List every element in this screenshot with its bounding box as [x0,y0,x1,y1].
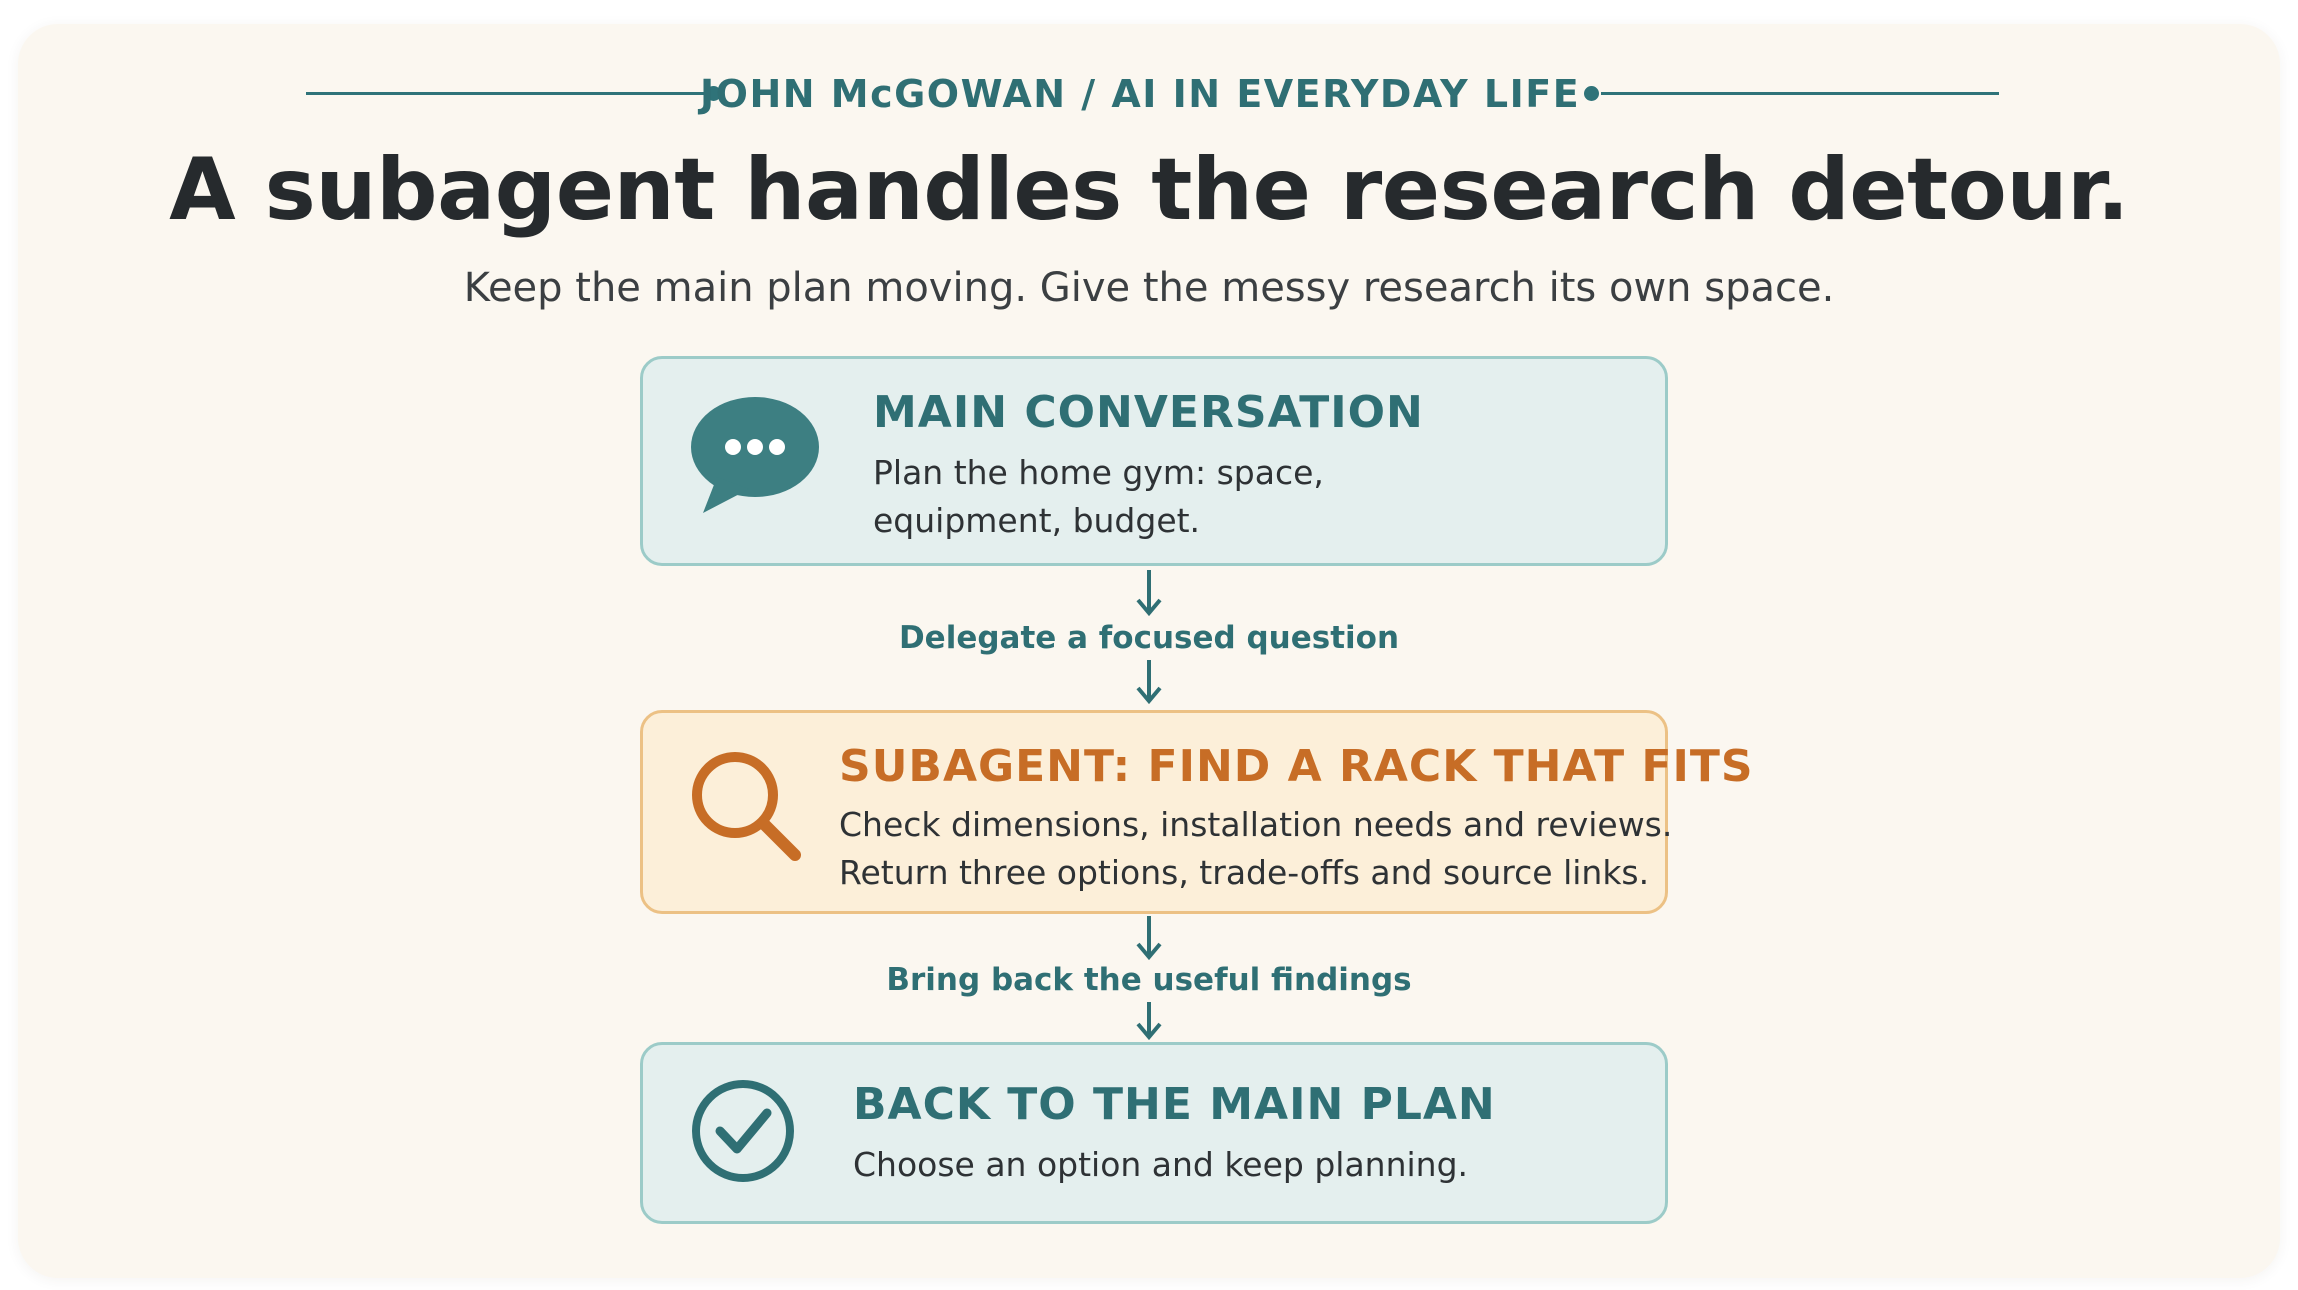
speech-bubble-icon [687,393,823,521]
magnifier-icon [687,747,807,871]
byline-dot-left [706,86,721,101]
step-main-conversation: MAIN CONVERSATION Plan the home gym: spa… [640,356,1668,566]
step-line: Plan the home gym: space, [873,453,1324,492]
step-title: SUBAGENT: FIND A RACK THAT FITS [839,741,1754,792]
arrow-down-icon [1136,916,1162,961]
step-title: MAIN CONVERSATION [873,387,1424,438]
connector-label: Bring back the useful findings [886,962,1412,998]
check-circle-icon [687,1075,799,1191]
step-line: equipment, budget. [873,501,1201,540]
arrow-down-icon [1136,1002,1162,1041]
step-subagent: SUBAGENT: FIND A RACK THAT FITS Check di… [640,710,1753,914]
byline: JOHN McGOWAN / AI IN EVERYDAY LIFE [700,72,1581,116]
step-line: Return three options, trade-offs and sou… [839,853,1650,892]
byline-rule-left [306,92,704,95]
byline-dot-right [1584,86,1599,101]
arrow-down-icon [1136,570,1162,617]
connector-label: Delegate a focused question [898,620,1400,656]
step-line: Check dimensions, installation needs and… [839,805,1673,844]
arrow-down-icon [1136,660,1162,705]
step-title: BACK TO THE MAIN PLAN [853,1079,1496,1130]
byline-rule-right [1601,92,1999,95]
step-back-to-main-plan: BACK TO THE MAIN PLAN Choose an option a… [640,1042,1668,1224]
page-title: A subagent handles the research detour. [169,140,2129,240]
page-subtitle: Keep the main plan moving. Give the mess… [463,265,1835,311]
step-line: Choose an option and keep planning. [853,1145,1469,1184]
